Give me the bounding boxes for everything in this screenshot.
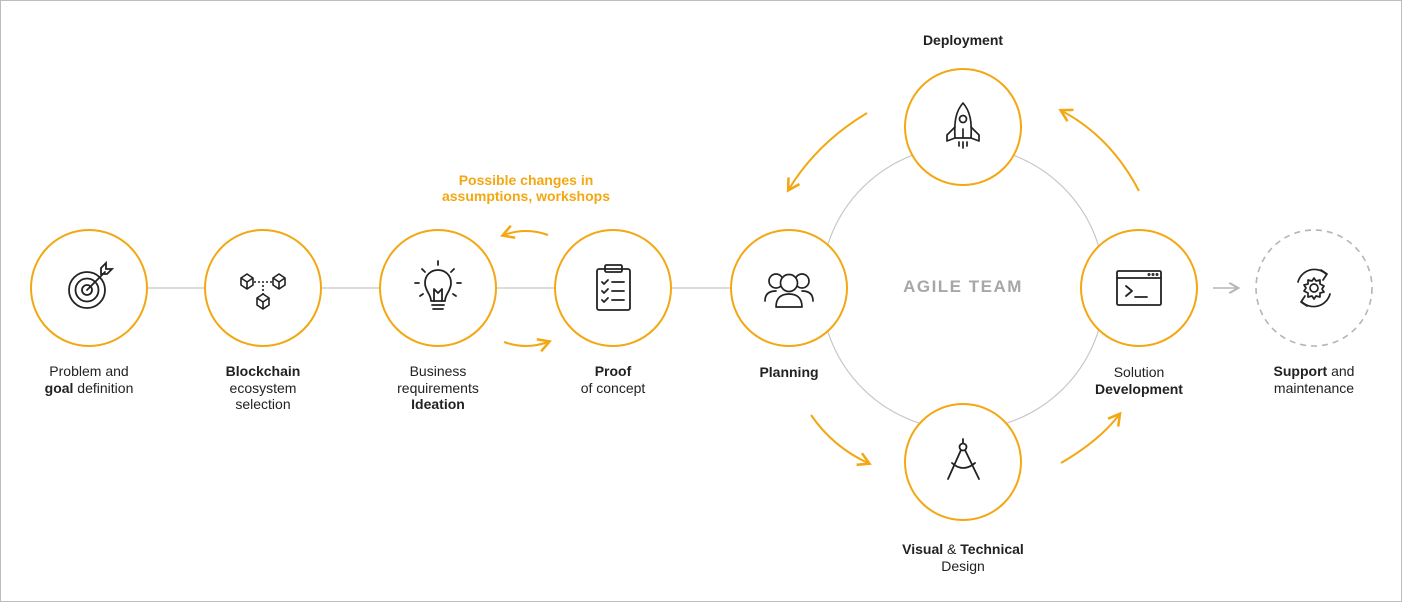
cycle-arrow-deploy-to-planning	[786, 112, 868, 193]
team-icon	[764, 273, 814, 308]
label-deployment: Deployment	[893, 32, 1033, 49]
step-circle-support	[1255, 229, 1373, 347]
label-bold: Proof	[594, 363, 632, 379]
label-text: definition	[73, 379, 134, 396]
agile-team-label: AGILE TEAM	[903, 277, 1023, 296]
label-line: requirements	[397, 379, 479, 396]
label-bold: Development	[1095, 380, 1183, 397]
label-bold: Technical	[960, 541, 1024, 557]
feedback-arrow-back	[500, 224, 549, 239]
label-text: and	[1327, 363, 1355, 379]
target-icon	[68, 260, 115, 309]
label-development: Solution Development	[1064, 364, 1214, 397]
feedback-note: Possible changes in assumptions, worksho…	[401, 172, 651, 204]
step-circle-deployment	[904, 68, 1022, 186]
label-problem-goal: Problem and goal definition	[19, 363, 159, 396]
feedback-arrow-forward	[503, 338, 552, 353]
clipboard-checklist-icon	[596, 264, 631, 311]
step-circle-design	[904, 403, 1022, 521]
cycle-arrow-dev-to-deploy	[1058, 108, 1140, 192]
label-text: &	[943, 541, 961, 557]
label-blockchain: Blockchain ecosystem selection	[193, 363, 333, 413]
label-line: of concept	[580, 379, 646, 396]
feedback-note-line2: assumptions, workshops	[441, 188, 611, 204]
rocket-icon	[946, 102, 980, 149]
label-line: Business	[409, 363, 467, 379]
label-bold: Planning	[759, 364, 819, 380]
label-bold: Visual	[902, 541, 944, 557]
step-circle-development	[1080, 229, 1198, 347]
label-bold: Ideation	[411, 396, 465, 412]
label-line: selection	[235, 396, 291, 412]
step-circle-blockchain	[204, 229, 322, 347]
label-line: goal definition	[19, 380, 159, 397]
label-support: Support and maintenance	[1244, 363, 1384, 396]
label-line: ecosystem	[229, 379, 297, 396]
step-circle-ideation	[379, 229, 497, 347]
compass-icon	[947, 438, 980, 480]
cycle-arrow-design-to-dev	[1060, 411, 1122, 464]
blockchain-cubes-icon	[240, 273, 286, 310]
feedback-note-line1: Possible changes in	[458, 172, 594, 188]
terminal-icon	[1116, 270, 1162, 306]
label-line: Problem and	[49, 363, 129, 379]
label-design: Visual & Technical Design	[873, 541, 1053, 574]
label-line: Solution	[1113, 364, 1165, 380]
label-ideation: Business requirements Ideation	[368, 363, 508, 413]
lightbulb-icon	[414, 260, 462, 310]
label-proof: Proof of concept	[543, 363, 683, 396]
label-line: maintenance	[1273, 379, 1355, 396]
label-line: Design	[941, 557, 985, 574]
label-bold: Blockchain	[225, 363, 301, 379]
label-bold: Deployment	[922, 32, 1004, 48]
label-bold: goal	[44, 379, 74, 396]
step-circle-proof	[554, 229, 672, 347]
label-planning: Planning	[719, 364, 859, 381]
cycle-arrow-planning-to-design	[810, 414, 872, 467]
label-bold: Support	[1273, 363, 1328, 379]
refresh-gear-icon	[1297, 268, 1331, 308]
